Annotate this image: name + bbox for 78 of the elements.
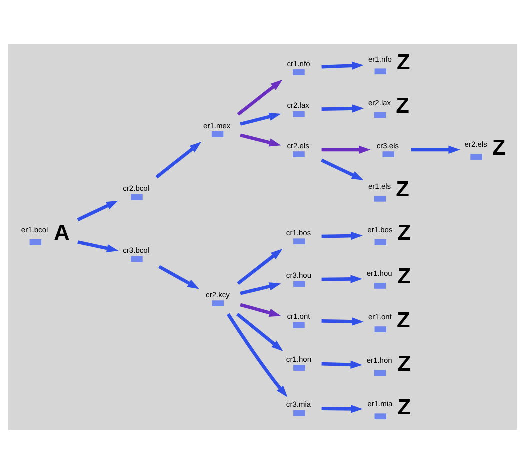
- arrow: [240, 282, 282, 296]
- node-box: [374, 240, 386, 246]
- node-box: [374, 68, 386, 75]
- node-box: [374, 283, 386, 289]
- node-box: [294, 365, 306, 371]
- node-label: Z: [398, 264, 412, 289]
- node-label: cr1.bos: [286, 228, 312, 238]
- node-label: cr2.els: [287, 141, 310, 150]
- arrow: [322, 275, 363, 284]
- node-label: er1.hon: [366, 356, 392, 366]
- arrow: [240, 134, 282, 147]
- node-label: er1.nfo: [368, 54, 392, 64]
- node-label: A: [54, 220, 70, 246]
- node-box: [374, 370, 386, 376]
- node-label: er1.els: [368, 182, 392, 192]
- node-box: [382, 152, 394, 158]
- arrow: [322, 360, 363, 369]
- arrow: [78, 240, 119, 253]
- node-box: [293, 322, 305, 328]
- node-label: cr1.hon: [286, 354, 312, 364]
- arrow: [156, 142, 202, 179]
- arrow: [411, 146, 460, 154]
- arrow: [236, 312, 284, 352]
- arrow: [322, 405, 363, 414]
- node-label: cr2.lax: [287, 101, 310, 110]
- node-box: [374, 112, 386, 118]
- node-label: cr1.nfo: [287, 59, 310, 68]
- arrow: [322, 104, 364, 113]
- node-label: Z: [396, 92, 410, 118]
- arrow: [322, 146, 371, 154]
- node-box: [470, 154, 482, 160]
- node-box: [293, 70, 305, 76]
- node-label: cr2.bcol: [123, 184, 150, 194]
- arrow: [322, 232, 363, 240]
- node-box: [131, 194, 143, 200]
- node-label: cr3.mia: [286, 400, 312, 410]
- node-box: [131, 256, 143, 262]
- node-box: [212, 132, 224, 138]
- node-box: [294, 410, 306, 416]
- arrow: [240, 112, 282, 126]
- node-box: [374, 196, 386, 202]
- node-box: [293, 152, 305, 158]
- arrow: [77, 200, 118, 222]
- node-label: Z: [396, 49, 410, 74]
- arrow: [237, 80, 283, 116]
- node-label: er1.mex: [204, 121, 231, 130]
- node-label: er1.bos: [368, 226, 393, 235]
- node-label: er1.hou: [366, 269, 392, 278]
- arrow: [240, 303, 282, 317]
- node-box: [374, 414, 386, 420]
- arrow: [322, 318, 364, 326]
- node-box: [30, 240, 42, 246]
- arrow: [322, 62, 364, 70]
- node-label: Z: [398, 220, 412, 246]
- node-label: cr3.hou: [286, 271, 312, 280]
- node-box: [293, 111, 305, 118]
- node-label: Z: [396, 307, 410, 332]
- node-box: [294, 238, 306, 245]
- node-label: cr2.kcy: [206, 290, 230, 300]
- node-label: er1.ont: [368, 312, 392, 322]
- node-label: cr1.ont: [287, 312, 310, 322]
- node-label: Z: [492, 134, 506, 160]
- arrow: [321, 158, 364, 180]
- node-box: [294, 281, 306, 288]
- node-label: cr3.els: [376, 141, 400, 150]
- node-label: er1.mia: [368, 400, 393, 409]
- node-label: er2.lax: [368, 98, 392, 108]
- node-label: cr3.bcol: [123, 246, 150, 256]
- node-label: er1.bcol: [21, 226, 48, 235]
- arrow: [237, 249, 283, 285]
- node-label: Z: [396, 176, 410, 202]
- arrow: [226, 313, 288, 398]
- arrow: [158, 265, 200, 290]
- node-box: [212, 300, 224, 306]
- node-label: Z: [398, 350, 412, 376]
- node-label: Z: [398, 394, 412, 420]
- node-box: [374, 326, 386, 332]
- node-label: er2.els: [464, 140, 488, 150]
